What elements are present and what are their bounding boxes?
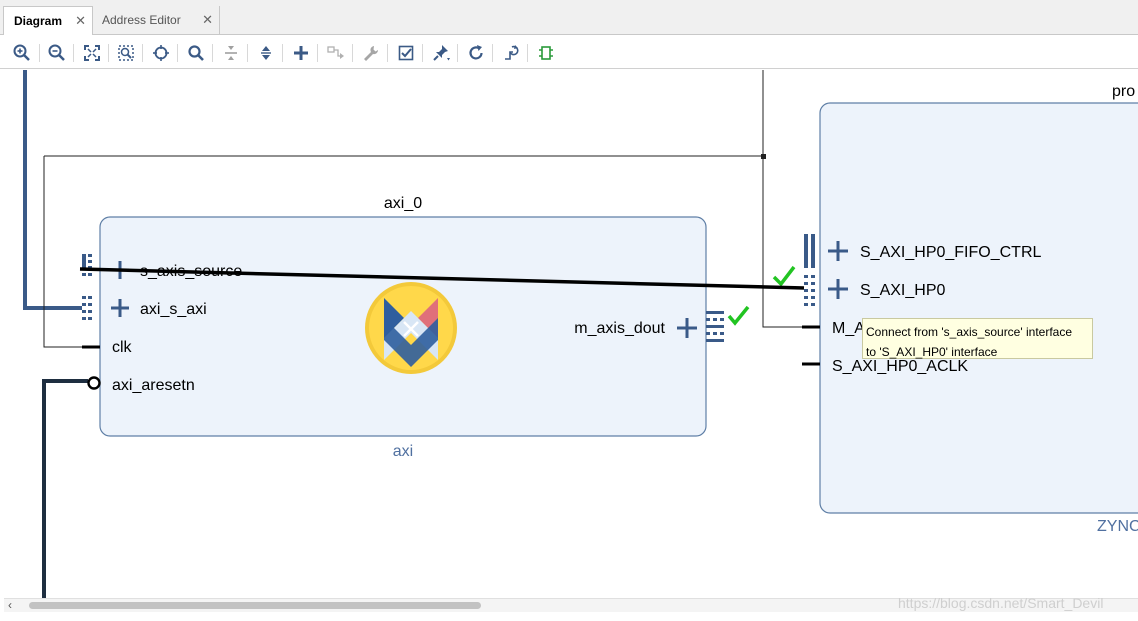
expand-plus-icon[interactable] <box>111 299 129 317</box>
expand-plus-icon[interactable] <box>828 241 848 261</box>
port-label[interactable]: M_A <box>832 320 865 337</box>
pin-icon[interactable] <box>430 42 452 64</box>
pending-connection-line <box>79 267 805 290</box>
refresh-icon[interactable] <box>465 42 487 64</box>
validate-icon[interactable] <box>395 42 417 64</box>
expand-plus-icon[interactable] <box>677 318 697 338</box>
editor-tab-bar: Diagram ✕ Address Editor ✕ <box>0 0 1138 35</box>
interface-connector-icon[interactable] <box>804 275 815 306</box>
scrollbar-thumb[interactable] <box>29 602 481 609</box>
port-label[interactable]: S_AXI_HP0 <box>860 282 945 299</box>
diagram-canvas[interactable]: axi_0 axi <box>4 70 1138 598</box>
expand-icon[interactable] <box>255 42 277 64</box>
horizontal-scrollbar[interactable]: ‹ <box>4 598 1138 612</box>
zoom-fit-icon[interactable] <box>81 42 103 64</box>
scroll-left-icon[interactable]: ‹ <box>8 598 12 612</box>
tab-label: Address Editor <box>102 13 181 27</box>
diagram-toolbar <box>0 36 1138 69</box>
zoom-out-icon[interactable] <box>46 42 68 64</box>
ip-logo-icon <box>365 282 457 374</box>
interface-connector-icon[interactable] <box>82 254 92 276</box>
tab-label: Diagram <box>14 14 63 28</box>
port-label[interactable]: clk <box>112 339 133 356</box>
block-instance-name: pro <box>1112 83 1135 100</box>
valid-check-icon <box>772 265 796 287</box>
close-icon[interactable]: ✕ <box>75 13 86 28</box>
net-aresetn[interactable] <box>42 379 88 598</box>
port-label[interactable]: axi_aresetn <box>112 377 195 394</box>
auto-connect-icon[interactable] <box>150 42 172 64</box>
block-instance-name: axi_0 <box>384 195 422 212</box>
tooltip-line: Connect from 's_axis_source' interface <box>866 325 1073 339</box>
block-module-name: ZYNC <box>1097 518 1138 535</box>
port-label[interactable]: m_axis_dout <box>574 320 665 337</box>
search-icon[interactable] <box>185 42 207 64</box>
block-axi[interactable]: axi_0 axi <box>82 195 750 460</box>
zoom-in-icon[interactable] <box>11 42 33 64</box>
block-zynq[interactable]: pro ZYNC S <box>772 83 1138 535</box>
port-label[interactable]: S_AXI_HP0_ACLK <box>832 358 968 375</box>
close-icon[interactable]: ✕ <box>202 12 213 27</box>
port-label[interactable]: axi_s_axi <box>140 301 207 318</box>
reset-port-icon[interactable] <box>87 376 101 390</box>
optimize-icon[interactable] <box>535 42 557 64</box>
net-clk[interactable] <box>43 70 804 348</box>
interface-connector-icon[interactable] <box>706 311 724 342</box>
expand-plus-icon[interactable] <box>828 279 848 299</box>
valid-check-icon <box>727 305 750 326</box>
port-label[interactable]: S_AXI_HP0_FIFO_CTRL <box>860 244 1042 261</box>
properties-icon[interactable] <box>360 42 382 64</box>
tab-address-editor[interactable]: Address Editor ✕ <box>92 6 220 35</box>
interface-connector-icon[interactable] <box>804 234 815 268</box>
tooltip-line: to 'S_AXI_HP0' interface <box>866 345 998 359</box>
tab-diagram[interactable]: Diagram ✕ <box>3 6 93 35</box>
regenerate-layout-icon[interactable] <box>500 42 522 64</box>
net-axi-interface-bus[interactable] <box>23 70 82 310</box>
add-ip-icon[interactable] <box>290 42 312 64</box>
zoom-area-icon[interactable] <box>115 42 137 64</box>
watermark: https://blog.csdn.net/Smart_Devil <box>898 595 1104 611</box>
interface-connector-icon[interactable] <box>82 296 92 320</box>
collapse-icon[interactable] <box>220 42 242 64</box>
block-module-name: axi <box>393 443 413 460</box>
make-connection-icon[interactable] <box>325 42 347 64</box>
connection-tooltip: Connect from 's_axis_source' interface t… <box>862 318 1093 359</box>
